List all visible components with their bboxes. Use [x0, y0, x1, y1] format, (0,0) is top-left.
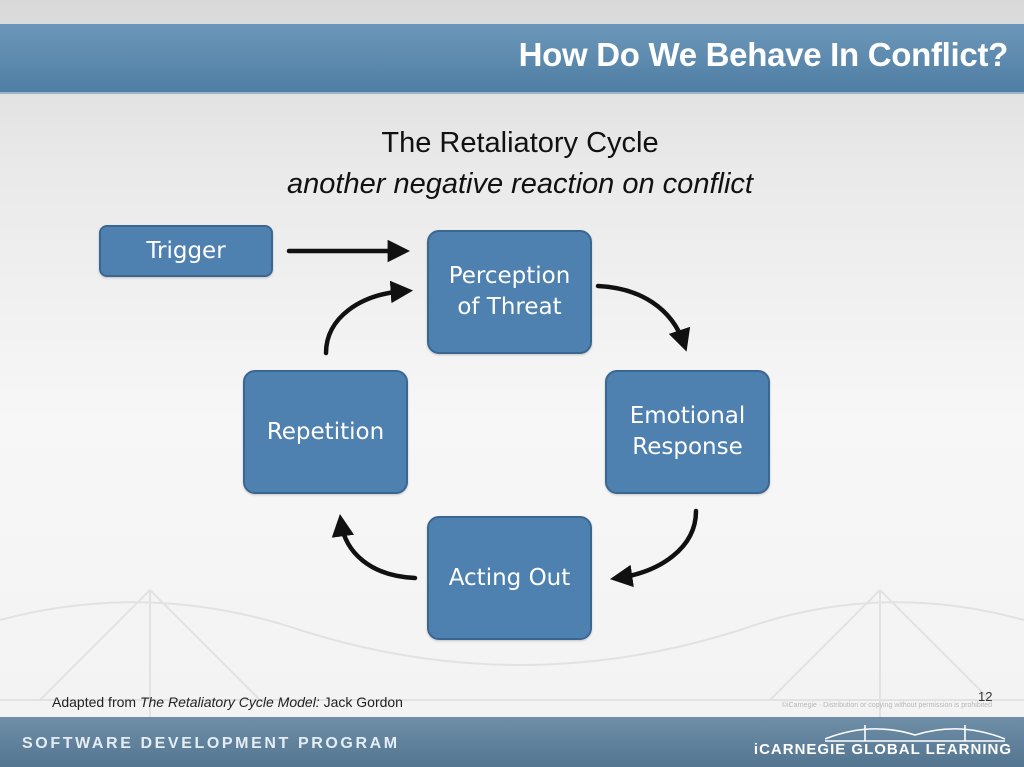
node-perception-label: Perception of Threat	[448, 263, 571, 320]
arrow-repetition-to-perception	[323, 280, 414, 356]
caption-work: The Retaliatory Cycle	[139, 694, 274, 710]
caption-prefix: Adapted from	[52, 694, 137, 710]
diagram-title: The Retaliatory Cycle	[381, 127, 659, 159]
page-title: How Do We Behave In Conflict?	[518, 36, 1009, 73]
footer-brand: iCARNEGIE GLOBAL LEARNING	[753, 741, 1012, 758]
diagram-subtitle: another negative reaction on conflict	[287, 168, 753, 200]
bridge-watermark	[0, 589, 1024, 720]
arrow-acting-to-repetition	[331, 513, 418, 581]
arrow-emotional-to-acting	[609, 508, 699, 588]
arrow-perception-to-emotional	[595, 283, 691, 352]
footer-program-name: SOFTWARE DEVELOPMENT PROGRAM	[22, 735, 400, 752]
node-perception-of-threat: Perception of Threat	[427, 230, 592, 354]
bridge-logo-icon	[825, 725, 1005, 742]
node-emotional-response: Emotional Response	[605, 370, 770, 494]
node-emotional-label: Emotional Response	[629, 403, 746, 460]
source-caption: Adapted from The Retaliatory Cycle Model…	[52, 694, 403, 710]
node-acting-out: Acting Out	[427, 516, 592, 640]
node-acting-label: Acting Out	[448, 564, 571, 591]
caption-model-label: Model:	[277, 694, 320, 710]
footer-bar: SOFTWARE DEVELOPMENT PROGRAM iCARNEGIE G…	[0, 717, 1024, 767]
node-trigger-label: Trigger	[146, 237, 226, 264]
caption-author: Jack Gordon	[323, 694, 403, 710]
title-bar: How Do We Behave In Conflict?	[0, 24, 1024, 94]
copyright-notice: ©iCarnegie · Distribution or copying wit…	[781, 702, 992, 709]
node-trigger: Trigger	[99, 225, 273, 277]
node-repetition-label: Repetition	[266, 418, 385, 445]
page-number: 12	[978, 689, 993, 704]
node-repetition: Repetition	[243, 370, 408, 494]
